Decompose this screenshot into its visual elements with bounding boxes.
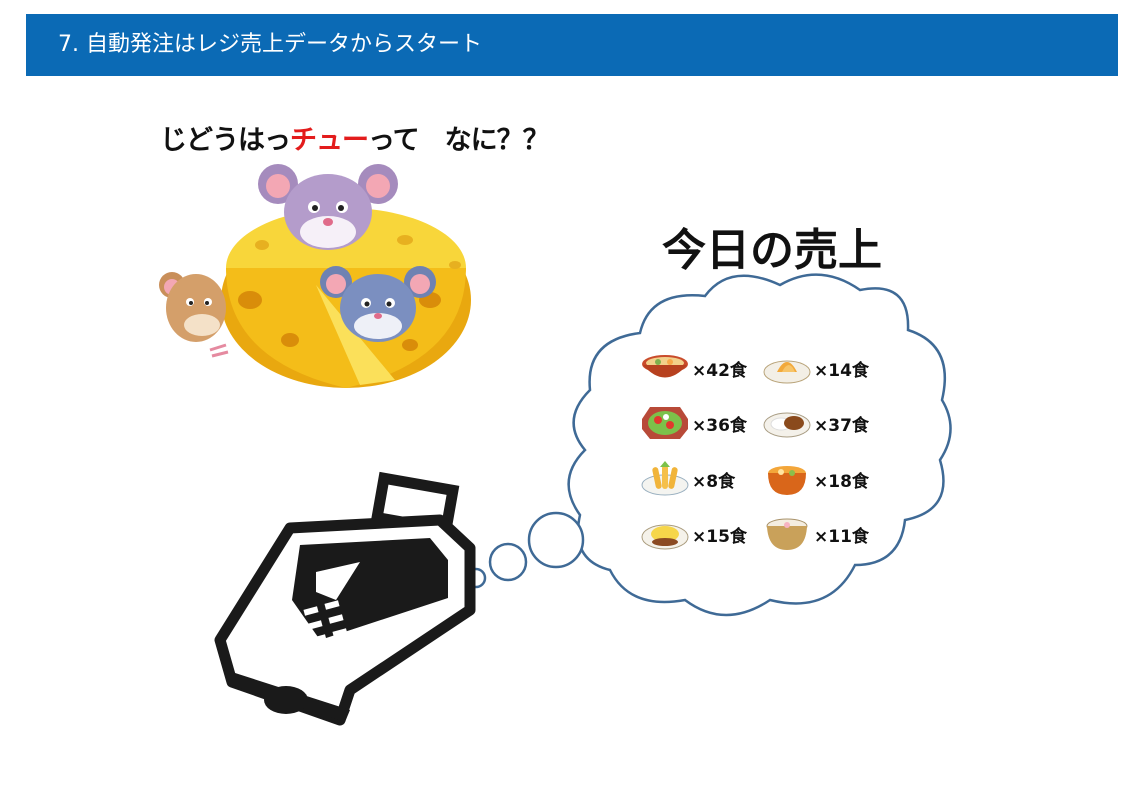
caption-highlight: チュー <box>290 125 369 156</box>
sale-item: ×11食 <box>762 516 869 552</box>
thought-cloud <box>465 273 952 617</box>
sale-count: ×36食 <box>692 415 747 436</box>
ramen-bowl-icon <box>642 355 688 378</box>
sale-count: ×15食 <box>692 526 747 547</box>
sale-item: ×37食 <box>762 405 869 441</box>
omelet-rice-plate-icon <box>641 524 689 550</box>
sale-count: ×18食 <box>814 471 869 492</box>
fried-shrimp-plate-icon <box>641 461 689 496</box>
sale-count: ×8食 <box>692 471 736 492</box>
mice-cheese-illustration <box>159 164 471 388</box>
curry-plate-icon <box>763 412 811 438</box>
noodle-bowl-icon <box>766 518 808 550</box>
mice-caption: じどうはっチューって なに？？ <box>160 118 550 157</box>
sale-count: ×14食 <box>814 360 869 381</box>
caption-part-1: じどうはっ <box>160 125 291 156</box>
sale-item: ×18食 <box>762 461 869 497</box>
today-sales-title: 今日の売上 <box>662 225 882 276</box>
sale-item: ×15食 <box>640 516 747 552</box>
soup-pot-icon <box>768 466 806 495</box>
sale-count: ×37食 <box>814 415 869 436</box>
salad-plate-icon <box>642 407 688 439</box>
caption-part-2: って なに？？ <box>368 125 550 156</box>
sale-item: ×8食 <box>640 461 735 497</box>
cash-register-illustration <box>214 471 476 726</box>
sale-item: ×14食 <box>762 350 869 386</box>
sale-count: ×11食 <box>814 526 869 547</box>
sale-item: ×42食 <box>640 350 747 386</box>
sale-count: ×42食 <box>692 360 747 381</box>
sale-item: ×36食 <box>640 405 747 441</box>
section-header: 7. 自動発注はレジ売上データからスタート <box>26 14 1118 76</box>
section-title: 7. 自動発注はレジ売上データからスタート <box>58 32 482 57</box>
tempura-plate-icon <box>763 360 811 384</box>
